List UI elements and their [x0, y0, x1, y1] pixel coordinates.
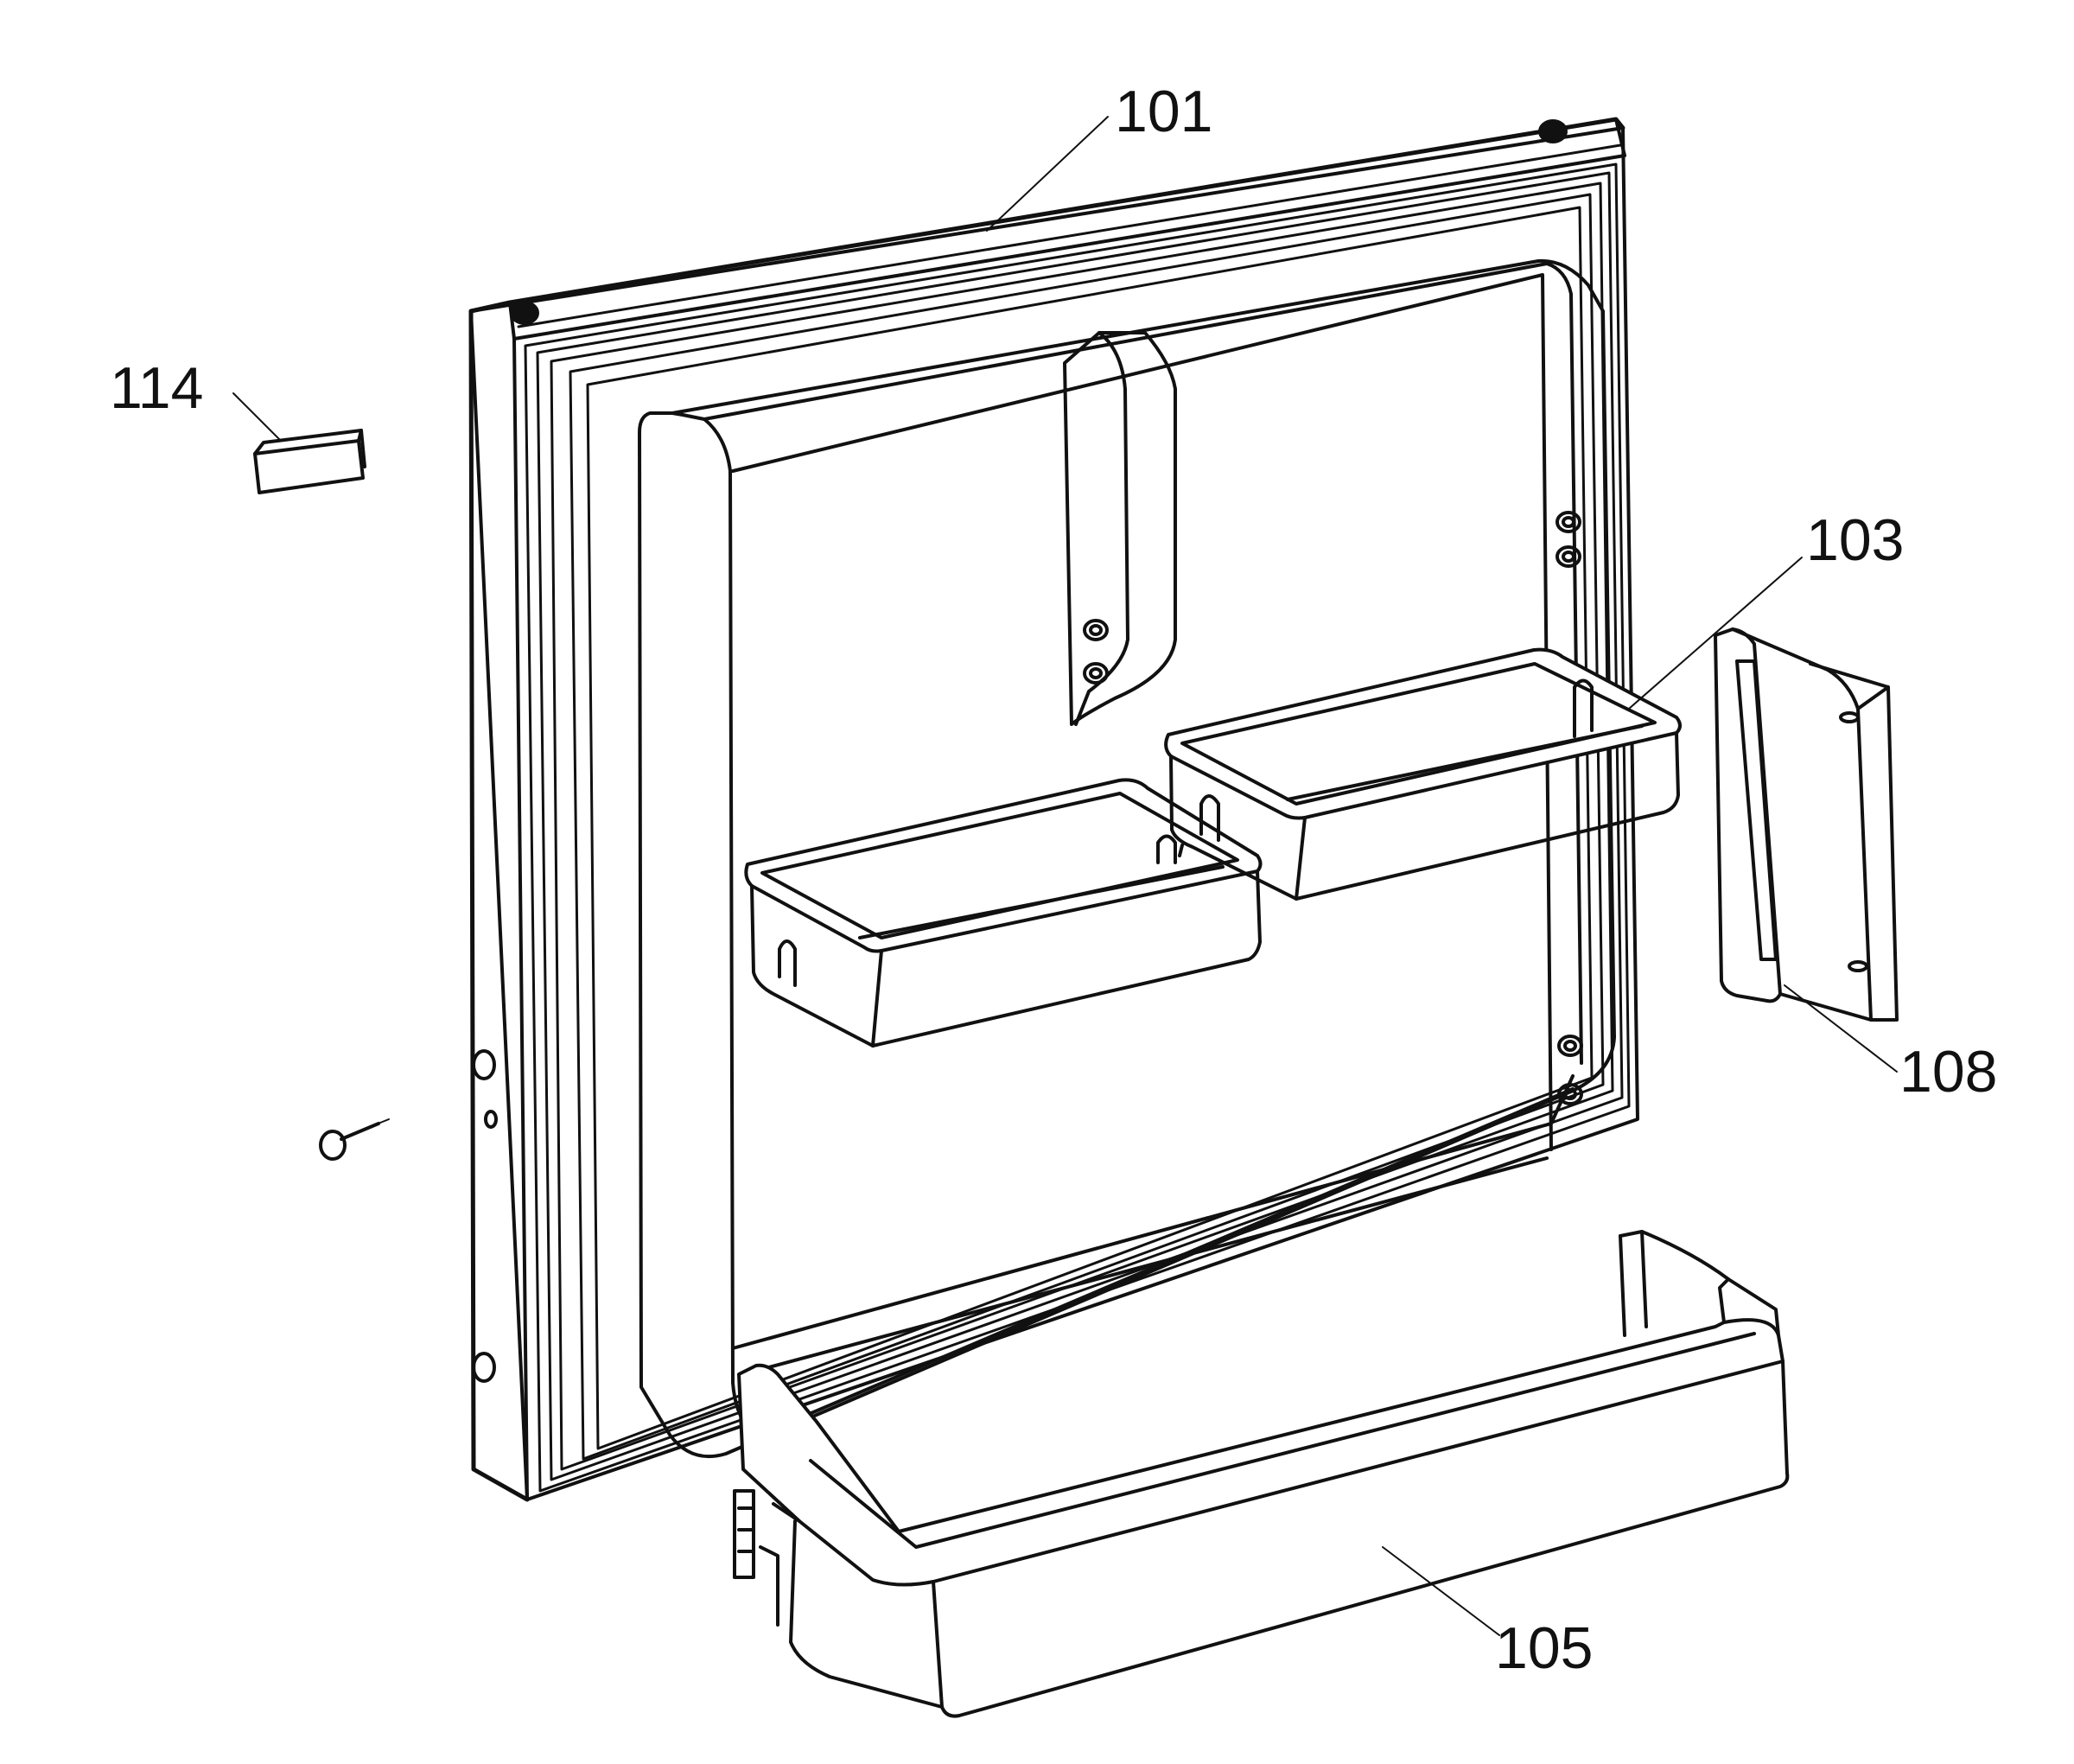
- screw-tip: [371, 1118, 390, 1127]
- bottle-shelf-right-notch: [1727, 1277, 1780, 1337]
- screw-part: [319, 1118, 390, 1161]
- door-bin-right: [1164, 647, 1682, 901]
- handle-mount-plate: [1809, 662, 1899, 1022]
- bin-right-front-right: [1295, 731, 1680, 901]
- bin-left-slot-2: [1156, 834, 1177, 864]
- liner-back-panel: [703, 262, 1583, 1065]
- bottle-shelf-clip-detail: [737, 1502, 801, 1627]
- bottle-shelf: [733, 1230, 1790, 1718]
- gasket-line-1: [524, 162, 1631, 1493]
- bin-right-inner-rim: [1180, 662, 1657, 806]
- liner-bottom-ledge: [731, 1074, 1575, 1350]
- rib-hole-1b: [1089, 624, 1103, 636]
- gasket-line-2: [536, 171, 1624, 1481]
- bottle-shelf-front: [932, 1360, 1790, 1718]
- bin-right-slot-1: [1199, 794, 1220, 842]
- bottle-shelf-left-end: [789, 1519, 944, 1709]
- door-outer-panel: [469, 126, 1639, 1501]
- rib-hole-1: [1083, 619, 1109, 641]
- liner-recess: [731, 273, 1553, 1151]
- handle-screw-slot-bottom: [1848, 960, 1868, 972]
- leader-101: [986, 116, 1109, 232]
- side-hole-small: [484, 1110, 498, 1129]
- liner-outer-rim: [638, 258, 1616, 1459]
- plug-body: [253, 439, 365, 494]
- bottle-shelf-inner: [809, 1332, 1756, 1549]
- right-hole-4b: [1563, 1088, 1577, 1100]
- door-top-rail: [508, 118, 1626, 341]
- leader-lines: [232, 116, 1898, 1636]
- callout-114: 114: [110, 355, 203, 421]
- door-handle: [1714, 627, 1899, 1022]
- right-hole-2b: [1562, 551, 1575, 563]
- hinge-peg-left: [510, 301, 539, 325]
- bin-right-slot-2: [1573, 678, 1594, 738]
- bin-left-rim: [744, 778, 1263, 953]
- right-hole-3b: [1563, 1040, 1577, 1052]
- liner-rim-edge-top: [671, 411, 684, 417]
- handle-slot: [1735, 659, 1778, 961]
- right-hole-3: [1557, 1035, 1583, 1057]
- leader-103: [1628, 557, 1803, 710]
- gasket-line-4: [569, 193, 1605, 1461]
- callout-labels: 101 114 103 108 105: [110, 79, 1997, 1681]
- callout-105: 105: [1495, 1615, 1593, 1681]
- bin-left-slot-1: [778, 939, 797, 987]
- door-left-edge: [468, 309, 530, 1502]
- callout-108: 108: [1899, 1039, 1997, 1105]
- center-rib: [1063, 331, 1177, 726]
- door-top-edge: [468, 117, 1625, 314]
- side-hole-lower: [472, 1352, 496, 1383]
- door-frame: [468, 117, 1639, 1502]
- screw-head: [319, 1130, 347, 1161]
- bin-left-floor: [858, 865, 1225, 939]
- bottle-shelf-right-wall: [1619, 1230, 1648, 1337]
- bin-right-front: [1169, 755, 1307, 901]
- gasket-line-3: [550, 181, 1614, 1471]
- side-hole-upper: [472, 1049, 496, 1080]
- right-hole-1b: [1562, 516, 1575, 528]
- hinge-peg-right: [1538, 119, 1568, 143]
- handle-mount-edge: [1856, 685, 1890, 710]
- right-hole-2: [1556, 545, 1581, 568]
- bin-left-inner-rim: [760, 792, 1239, 939]
- leader-108: [1784, 984, 1898, 1073]
- rib-hole-2b: [1089, 667, 1103, 679]
- handle-screw-slot-top: [1839, 711, 1860, 723]
- plug-top-face: [253, 429, 363, 455]
- bin-left-front: [750, 884, 883, 1048]
- bottle-shelf-rim: [737, 1318, 1785, 1587]
- callout-103: 103: [1806, 507, 1904, 573]
- rib-hole-2: [1083, 662, 1109, 685]
- door-left-edge-inner: [512, 337, 529, 1501]
- bottle-shelf-clip: [733, 1489, 755, 1579]
- right-hole-1: [1556, 511, 1581, 533]
- door-bin-left: [744, 778, 1263, 1048]
- bottle-shelf-right-lip: [1619, 1230, 1730, 1324]
- plug-part: [253, 429, 366, 494]
- leader-105: [1382, 1546, 1500, 1636]
- liner-bottom-ledge-inner: [741, 1156, 1549, 1376]
- right-hole-4: [1557, 1083, 1583, 1105]
- bin-right-floor: [1286, 724, 1644, 801]
- bin-left-slot-3: [1178, 844, 1184, 857]
- bin-left-front-right: [871, 869, 1262, 1048]
- leader-114: [232, 392, 282, 442]
- plug-edge: [359, 429, 366, 468]
- door-top-rail-inner: [517, 143, 1622, 328]
- callout-101: 101: [1115, 79, 1212, 144]
